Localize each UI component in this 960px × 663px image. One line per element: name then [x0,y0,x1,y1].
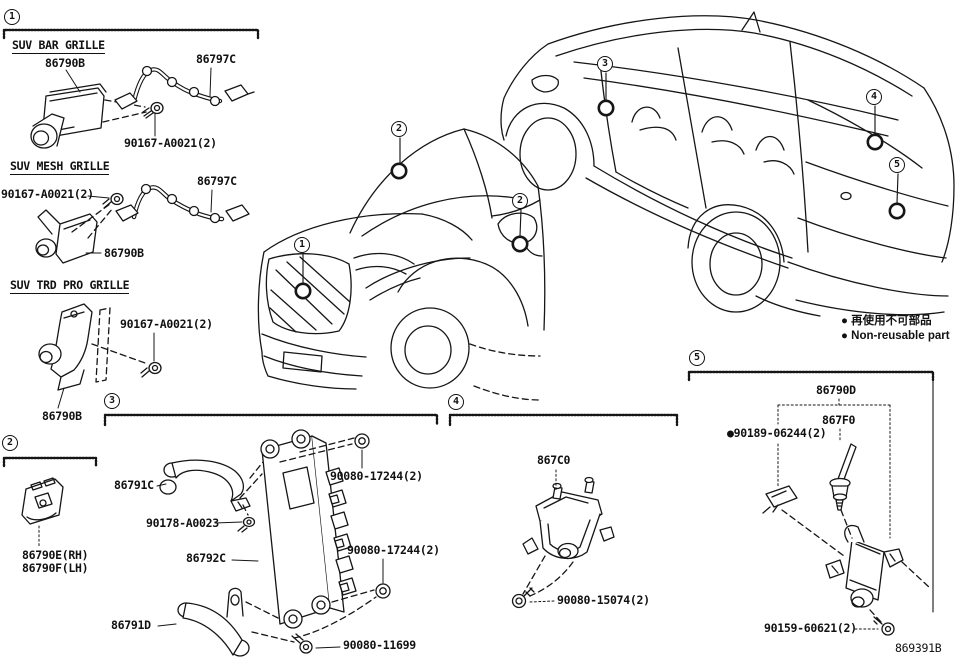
part-label-86790f-lh[interactable]: 86790F(LH) [22,561,89,575]
part-label-86790b-trd[interactable]: 86790B [42,409,82,423]
callout-1-section[interactable]: 1 [4,9,20,25]
bullet-icon: ● [841,330,848,342]
callout-3-section[interactable]: 3 [104,393,120,409]
rear-vehicle-drawing [500,11,955,317]
part-label-86791d[interactable]: 86791D [111,618,151,632]
variant-title-trd-pro-grille: SUV TRD PRO GRILLE [10,278,130,295]
part-label-90080-17244-a[interactable]: 90080-17244(2) [330,469,423,483]
callout-3-door[interactable]: 3 [597,56,613,72]
variant-title-mesh-grille: SUV MESH GRILLE [10,159,110,176]
location-marker-mirror [511,235,529,253]
part-label-867c0[interactable]: 867C0 [537,453,571,467]
callout-leaders [294,72,906,300]
location-marker-grille [294,282,312,300]
part-label-86797c-bar[interactable]: 86797C [196,52,236,66]
variant-title-bar-grille: SUV BAR GRILLE [12,38,105,55]
part-label-86792c[interactable]: 86792C [186,551,226,565]
callout-4-rear-window[interactable]: 4 [866,89,882,105]
bullet-icon: ● [841,315,848,327]
part-label-86790b-bar[interactable]: 86790B [45,56,85,70]
part-label-90080-17244-b[interactable]: 90080-17244(2) [347,543,440,557]
part-label-86790b-mesh[interactable]: 86790B [104,246,144,260]
tailgate-camera-assembly-drawing [762,398,931,636]
part-label-86790e-rh[interactable]: 86790E(RH) [22,548,89,562]
part-label-90167-bar[interactable]: 90167-A0021(2) [124,136,217,150]
front-camera-bar-grille-drawing [30,65,255,149]
section-brackets [2,28,935,613]
non-reusable-bullet-icon: ● [727,426,734,440]
diagram-id: 869391B [895,641,942,655]
legend-non-reusable-jp: ● 再使用不可部品 [841,315,932,327]
part-label-90167-trd[interactable]: 90167-A0021(2) [120,317,213,331]
door-camera-drawing [21,477,64,549]
rear-window-camera-drawing [511,469,615,609]
part-label-86790d[interactable]: 86790D [816,383,856,397]
callout-5-tailgate[interactable]: 5 [889,157,905,173]
location-marker-windshield [390,162,408,180]
part-label-90189-06244[interactable]: ●90189-06244(2) [727,426,827,440]
callout-5-section[interactable]: 5 [689,350,705,366]
part-label-90178-a0023[interactable]: 90178-A0023 [146,516,219,530]
part-label-90159-60621[interactable]: 90159-60621(2) [764,621,857,635]
part-label-90167-mesh[interactable]: 90167-A0021(2) [1,187,94,201]
part-label-867f0[interactable]: 867F0 [822,413,856,427]
callout-4-section[interactable]: 4 [448,394,464,410]
callout-2-mirror[interactable]: 2 [512,193,528,209]
location-marker-rear-window [866,133,884,151]
camera-ecu-assembly-drawing [156,429,391,657]
legend-non-reusable-en: ● Non-reusable part [841,330,950,342]
part-label-86791c[interactable]: 86791C [114,478,154,492]
part-label-90080-15074[interactable]: 90080-15074(2) [557,593,650,607]
part-label-90080-11699[interactable]: 90080-11699 [343,638,416,652]
callout-2-windshield[interactable]: 2 [391,121,407,137]
location-marker-front-door [597,99,615,117]
callout-2-section[interactable]: 2 [2,435,18,451]
front-vehicle-drawing [257,128,546,401]
front-camera-trd-pro-drawing [38,303,162,409]
part-label-86797c-mesh[interactable]: 86797C [197,174,237,188]
callout-1-grille[interactable]: 1 [294,237,310,253]
front-camera-mesh-grille-drawing [35,183,250,264]
location-marker-tailgate [888,202,906,220]
